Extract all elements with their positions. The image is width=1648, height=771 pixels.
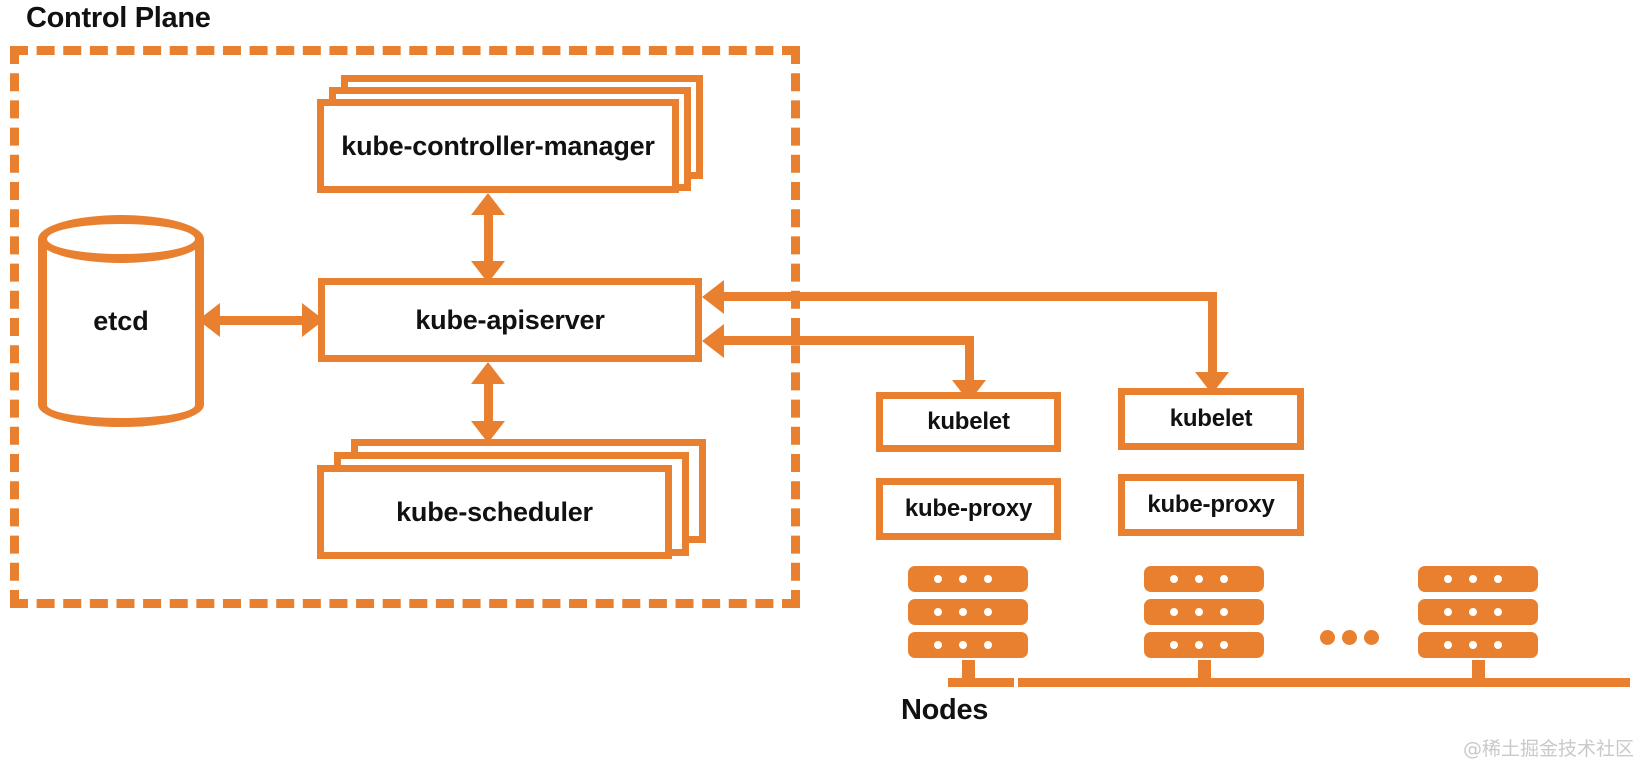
rack-unit (1144, 632, 1264, 658)
node2-apiserver-hline (724, 292, 1217, 301)
rack-unit (1418, 599, 1538, 625)
node-1-kube-proxy-box[interactable]: kube-proxy (876, 478, 1061, 540)
rack-dot (934, 641, 942, 649)
controller-manager-box[interactable]: kube-controller-manager (317, 99, 679, 193)
etcd-apiserver-arrowhead-right (302, 303, 324, 337)
rack-dot (1444, 608, 1452, 616)
watermark: @稀土掘金技术社区 (1462, 738, 1634, 760)
rack-unit (908, 632, 1028, 658)
nodes-base-bar-segment (948, 678, 1014, 687)
scheduler-box[interactable]: kube-scheduler (317, 465, 672, 559)
rack-dot (1220, 608, 1228, 616)
rack-dot (1469, 641, 1477, 649)
rack-dot (984, 641, 992, 649)
rack-dot (1220, 641, 1228, 649)
node-1-server-rack (908, 566, 1028, 665)
nodes-ellipsis-dot (1342, 630, 1357, 645)
rack-dot (1444, 641, 1452, 649)
controller-apiserver-arrowhead-down (471, 261, 505, 283)
node-n-server-rack (1418, 566, 1538, 665)
node-2-server-rack (1144, 566, 1264, 665)
rack-dot (959, 575, 967, 583)
rack-unit (1144, 566, 1264, 592)
control-plane-boundary (10, 46, 800, 608)
control-plane-label: Control Plane (26, 2, 211, 34)
apiserver-scheduler-arrowhead-down (471, 421, 505, 443)
etcd-apiserver-line (220, 316, 302, 325)
node2-apiserver-arrowhead-left (702, 280, 724, 314)
rack-dot (934, 575, 942, 583)
etcd-apiserver-arrowhead-left (198, 303, 220, 337)
rack-dot (1494, 575, 1502, 583)
node-2-kubelet-box[interactable]: kubelet (1118, 388, 1304, 450)
rack-dot (959, 608, 967, 616)
etcd-cylinder: etcd (38, 215, 204, 427)
controller-apiserver-arrowhead-up (471, 193, 505, 215)
rack-dot (1195, 575, 1203, 583)
node1-apiserver-vline (965, 336, 974, 380)
rack-unit (1418, 632, 1538, 658)
node-1-rack-stem (962, 660, 975, 680)
rack-dot (1469, 608, 1477, 616)
apiserver-scheduler-arrowhead-up (471, 362, 505, 384)
etcd-cylinder-top (38, 215, 204, 263)
node1-apiserver-arrowhead-left (702, 324, 724, 358)
rack-dot (1195, 608, 1203, 616)
rack-dot (1170, 641, 1178, 649)
rack-unit (908, 566, 1028, 592)
rack-dot (1195, 641, 1203, 649)
rack-dot (1469, 575, 1477, 583)
rack-dot (1220, 575, 1228, 583)
node-2-kube-proxy-box[interactable]: kube-proxy (1118, 474, 1304, 536)
node-2-rack-stem (1198, 660, 1211, 680)
rack-dot (984, 608, 992, 616)
nodes-base-bar-segment (1018, 678, 1630, 687)
rack-dot (934, 608, 942, 616)
rack-unit (1418, 566, 1538, 592)
node-1-kubelet-box[interactable]: kubelet (876, 392, 1061, 452)
rack-dot (1444, 575, 1452, 583)
rack-dot (1494, 608, 1502, 616)
nodes-ellipsis-dot (1320, 630, 1335, 645)
etcd-label: etcd (93, 305, 149, 336)
rack-unit (908, 599, 1028, 625)
node2-apiserver-vline (1208, 292, 1217, 372)
rack-dot (984, 575, 992, 583)
node-n-rack-stem (1472, 660, 1485, 680)
node1-apiserver-hline (724, 336, 974, 345)
apiserver-box[interactable]: kube-apiserver (318, 278, 702, 362)
controller-apiserver-line (484, 215, 493, 261)
rack-dot (1170, 575, 1178, 583)
rack-dot (1494, 641, 1502, 649)
rack-unit (1144, 599, 1264, 625)
rack-dot (1170, 608, 1178, 616)
nodes-ellipsis-dot (1364, 630, 1379, 645)
nodes-label: Nodes (901, 694, 989, 726)
apiserver-scheduler-line (484, 384, 493, 421)
rack-dot (959, 641, 967, 649)
